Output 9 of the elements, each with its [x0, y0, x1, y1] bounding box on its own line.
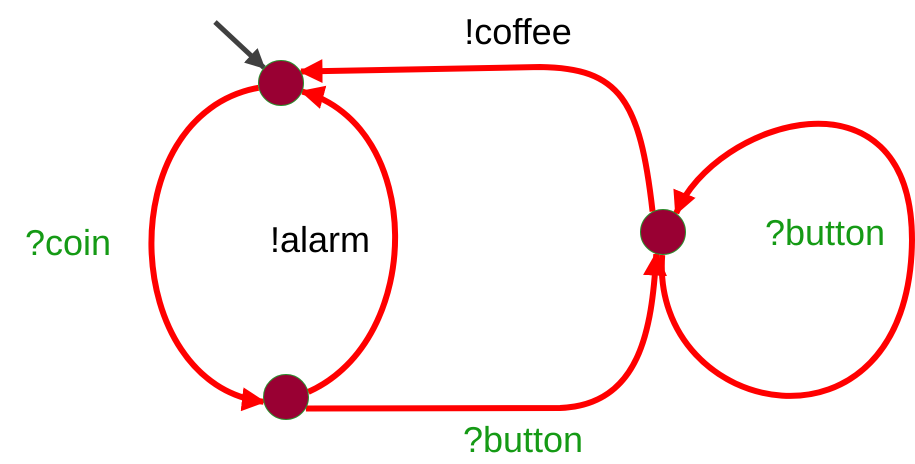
- edge-label: ?button: [462, 422, 584, 458]
- edge-label: ?coin: [24, 225, 112, 261]
- edge-label: !coffee: [464, 14, 572, 50]
- initial-arrow: [213, 20, 266, 70]
- self-loop-arrow: [659, 121, 915, 399]
- edge-label: ?button: [764, 215, 886, 251]
- transition-arrow: [298, 59, 656, 212]
- transition-arrow: [300, 88, 398, 394]
- edge-label: !alarm: [270, 222, 370, 258]
